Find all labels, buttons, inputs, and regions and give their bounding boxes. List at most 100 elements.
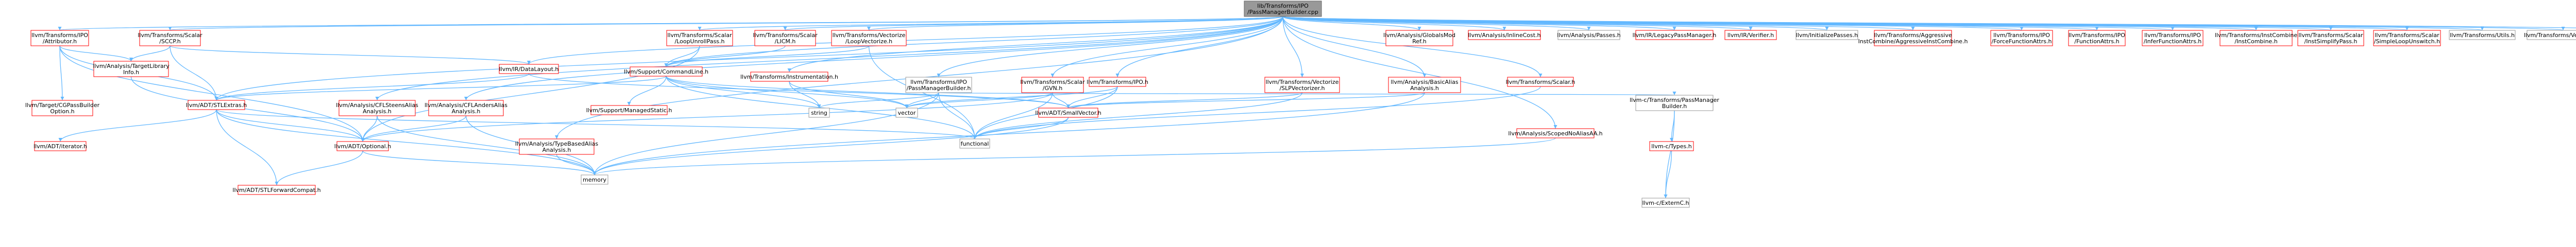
node-ipo-passmanagerbuilder[interactable]: llvm/Transforms/IPO/PassManagerBuilder.h (905, 77, 972, 93)
node-adt-optional[interactable]: llvm/ADT/Optional.h (334, 141, 391, 151)
node-label: llvm/Transforms/IPO.h (1087, 79, 1148, 85)
node-initializepasses[interactable]: llvm/InitializePasses.h (1795, 30, 1858, 40)
node-label: /LoopVectorize.h (845, 38, 892, 45)
edge-arrowhead-root-to-analysis_globalsmodref (1417, 27, 1421, 30)
edge-adt_stlextras-to-adt_optional (216, 109, 363, 142)
edge-vectorize_slpvectorizer-to-functional (974, 92, 1303, 139)
edge-support_commandline-to-adt_stlextras (216, 76, 667, 101)
node-box (1990, 30, 2053, 46)
node-box (336, 141, 389, 151)
edge-root-to-ipo_attributor (59, 16, 1283, 31)
edge-arrowhead-root-to-analysis_cflandersaliasanalysis (464, 97, 468, 100)
node-box (750, 72, 828, 82)
node-support-managedstatic[interactable]: llvm/Support/ManagedStatic.h (586, 105, 672, 115)
edge-ipo_passmanagerbuilder-to-c_passmanagerbuilder (938, 92, 1675, 96)
node-c-passmanagerbuilder[interactable]: llvm-c/Transforms/PassManagerBuilder.h (1630, 95, 1719, 111)
node-transforms-utils[interactable]: llvm/Transforms/Utils.h (2449, 30, 2516, 40)
node-label: llvm/Analysis/ScopedNoAliasAA.h (1508, 130, 1602, 137)
edge-arrowhead-root-to-analysis_typebasedaliasanalysis (555, 135, 558, 139)
node-box (519, 138, 595, 155)
node-string[interactable]: string (808, 108, 830, 118)
edge-arrowhead-vectorize_loopvectorize-to-support_commandline (664, 63, 668, 67)
node-transforms-instrumentation[interactable]: llvm/Transforms/Instrumentation.h (740, 72, 838, 82)
node-adt-stlextras[interactable]: llvm/ADT/STLExtras.h (186, 100, 247, 110)
node-scalar-sccp[interactable]: llvm/Transforms/Scalar/SCCP.h (138, 30, 202, 46)
edge-support_commandline-to-string (666, 76, 820, 109)
node-scalar-instsimplifypass[interactable]: llvm/Transforms/Scalar/InstSimplifyPass.… (2297, 30, 2364, 46)
node-scalar-loopunrollpass[interactable]: llvm/Transforms/Scalar/LoopUnrollPass.h (666, 30, 733, 46)
node-scalar-simpleloopunswitch[interactable]: llvm/Transforms/Scalar/SimpleLoopUnswitc… (2373, 30, 2441, 46)
edge-adt_stlextras-to-adt_iterator (60, 109, 217, 142)
edge-root-to-adt_stlextras (216, 16, 1283, 101)
node-box (1516, 128, 1595, 138)
edge-transforms_instrumentation-to-vector (789, 81, 907, 109)
node-memory[interactable]: memory (581, 174, 608, 185)
edge-arrowhead-adt_stlextras-to-adt_iterator (58, 138, 62, 142)
node-label: Builder.h (1662, 103, 1687, 110)
node-label: llvm/Transforms/Scalar (2375, 32, 2439, 39)
node-adt-smallvector[interactable]: llvm/ADT/SmallVector.h (1035, 108, 1101, 118)
edge-arrowhead-root-to-analysis_inlinecost (1502, 27, 1506, 30)
node-vectorize-slpvectorizer[interactable]: llvm/Transforms/Vectorize/SLPVectorizer.… (1264, 77, 1340, 93)
node-aggressiveinstcombine[interactable]: llvm/Transforms/AggressiveInstCombine/Ag… (1858, 30, 1968, 46)
node-box (93, 61, 169, 77)
edge-transforms_ipo-to-adt_smallvector (1067, 86, 1118, 109)
node-transforms-vectorize[interactable]: llvm/Transforms/Vectorize.h (2524, 30, 2576, 40)
node-scalar-gvn[interactable]: llvm/Transforms/Scalar/GVN.h (1020, 77, 1085, 93)
node-transforms-ipo[interactable]: llvm/Transforms/IPO.h (1087, 77, 1148, 87)
node-transforms-scalar[interactable]: llvm/Transforms/Scalar.h (1506, 77, 1575, 87)
node-ir-verifier[interactable]: llvm/IR/Verifier.h (1724, 30, 1777, 40)
edge-analysis_cflandersaliasanalysis-to-adt_optional (362, 115, 467, 142)
node-analysis-scopednoaliasaa[interactable]: llvm/Analysis/ScopedNoAliasAA.h (1508, 128, 1603, 138)
node-ipo-forceattrs[interactable]: llvm/Transforms/IPO/ForceFunctionAttrs.h (1990, 30, 2053, 46)
edge-root-to-vectorize_slpvectorizer (1282, 16, 1303, 78)
node-analysis-inlinecost[interactable]: llvm/Analysis/InlineCost.h (1468, 30, 1541, 40)
node-instcombine[interactable]: llvm/Transforms/InstCombine/InstCombine.… (2215, 30, 2298, 46)
edge-arrowhead-root-to-transforms_utils (2480, 27, 2484, 30)
node-adt-iterator[interactable]: llvm/ADT/iterator.h (33, 141, 87, 151)
edge-adt_optional-to-adt_stlforwardcompat (276, 150, 363, 186)
node-box (1468, 30, 1541, 40)
edge-ipo_attributor-to-analysis_targetlibraryinfo (59, 45, 132, 62)
edge-arrowhead-support_commandline-to-adt_stlextras (214, 97, 218, 100)
edge-c_types-to-c_externc (1665, 150, 1672, 199)
edge-ipo_attributor-to-target_cgpassbuilderoption (59, 45, 63, 101)
node-label: /ForceFunctionAttrs.h (1992, 38, 2052, 45)
edge-root-to-analysis_basicaliasanalysis (1282, 16, 1425, 78)
node-scalar-licm[interactable]: llvm/Transforms/Scalar/LICM.h (753, 30, 818, 46)
edge-arrowhead-root-to-vectorize_loopvectorize (867, 27, 871, 30)
node-vectorize-loopvectorize[interactable]: llvm/Transforms/Vectorize/LoopVectorize.… (831, 30, 907, 46)
node-ipo-inferfunctionattrs[interactable]: llvm/Transforms/IPO/InferFunctionAttrs.h (2142, 30, 2204, 46)
edge-root-to-ipo_passmanagerbuilder (938, 16, 1283, 78)
node-c-externc[interactable]: llvm-c/ExternC.h (1641, 198, 1690, 208)
node-ipo-attributor[interactable]: llvm/Transforms/IPO/Attributor.h (30, 30, 89, 46)
edge-arrowhead-ipo_passmanagerbuilder-to-string (817, 104, 821, 108)
node-label: llvm/Analysis/Passes.h (1557, 32, 1620, 39)
node-label: llvm/Transforms/Vectorize.h (2524, 32, 2576, 39)
node-adt-stlforwardcompat[interactable]: llvm/ADT/STLForwardCompat.h (232, 185, 321, 195)
node-support-commandline[interactable]: llvm/Support/CommandLine.h (624, 66, 708, 77)
node-label: Option.h (50, 108, 74, 115)
node-functional[interactable]: functional (959, 138, 990, 149)
node-label: llvm/Transforms/Utils.h (2450, 32, 2515, 39)
node-c-types[interactable]: llvm-c/Types.h (1649, 141, 1694, 151)
edge-ipo_passmanagerbuilder-to-string (819, 92, 939, 109)
node-ir-legacypassmanager[interactable]: llvm/IR/LegacyPassManager.h (1633, 30, 1717, 40)
node-ir-datalayout[interactable]: llvm/IR/DataLayout.h (499, 64, 559, 74)
node-ipo-functionattrs[interactable]: llvm/Transforms/IPO/FunctionAttrs.h (2068, 30, 2126, 46)
edge-ipo_attributor-to-adt_optional (59, 45, 363, 142)
edge-adt_stlextras-to-memory (216, 109, 595, 175)
node-label: /Attributor.h (43, 38, 77, 45)
edge-ir_datalayout-to-adt_stlextras (216, 73, 530, 101)
edge-arrowhead-root-to-ir_verifier (1749, 27, 1753, 30)
node-box (895, 108, 918, 118)
node-vector[interactable]: vector (895, 108, 918, 118)
node-analysis-passes[interactable]: llvm/Analysis/Passes.h (1557, 30, 1621, 40)
